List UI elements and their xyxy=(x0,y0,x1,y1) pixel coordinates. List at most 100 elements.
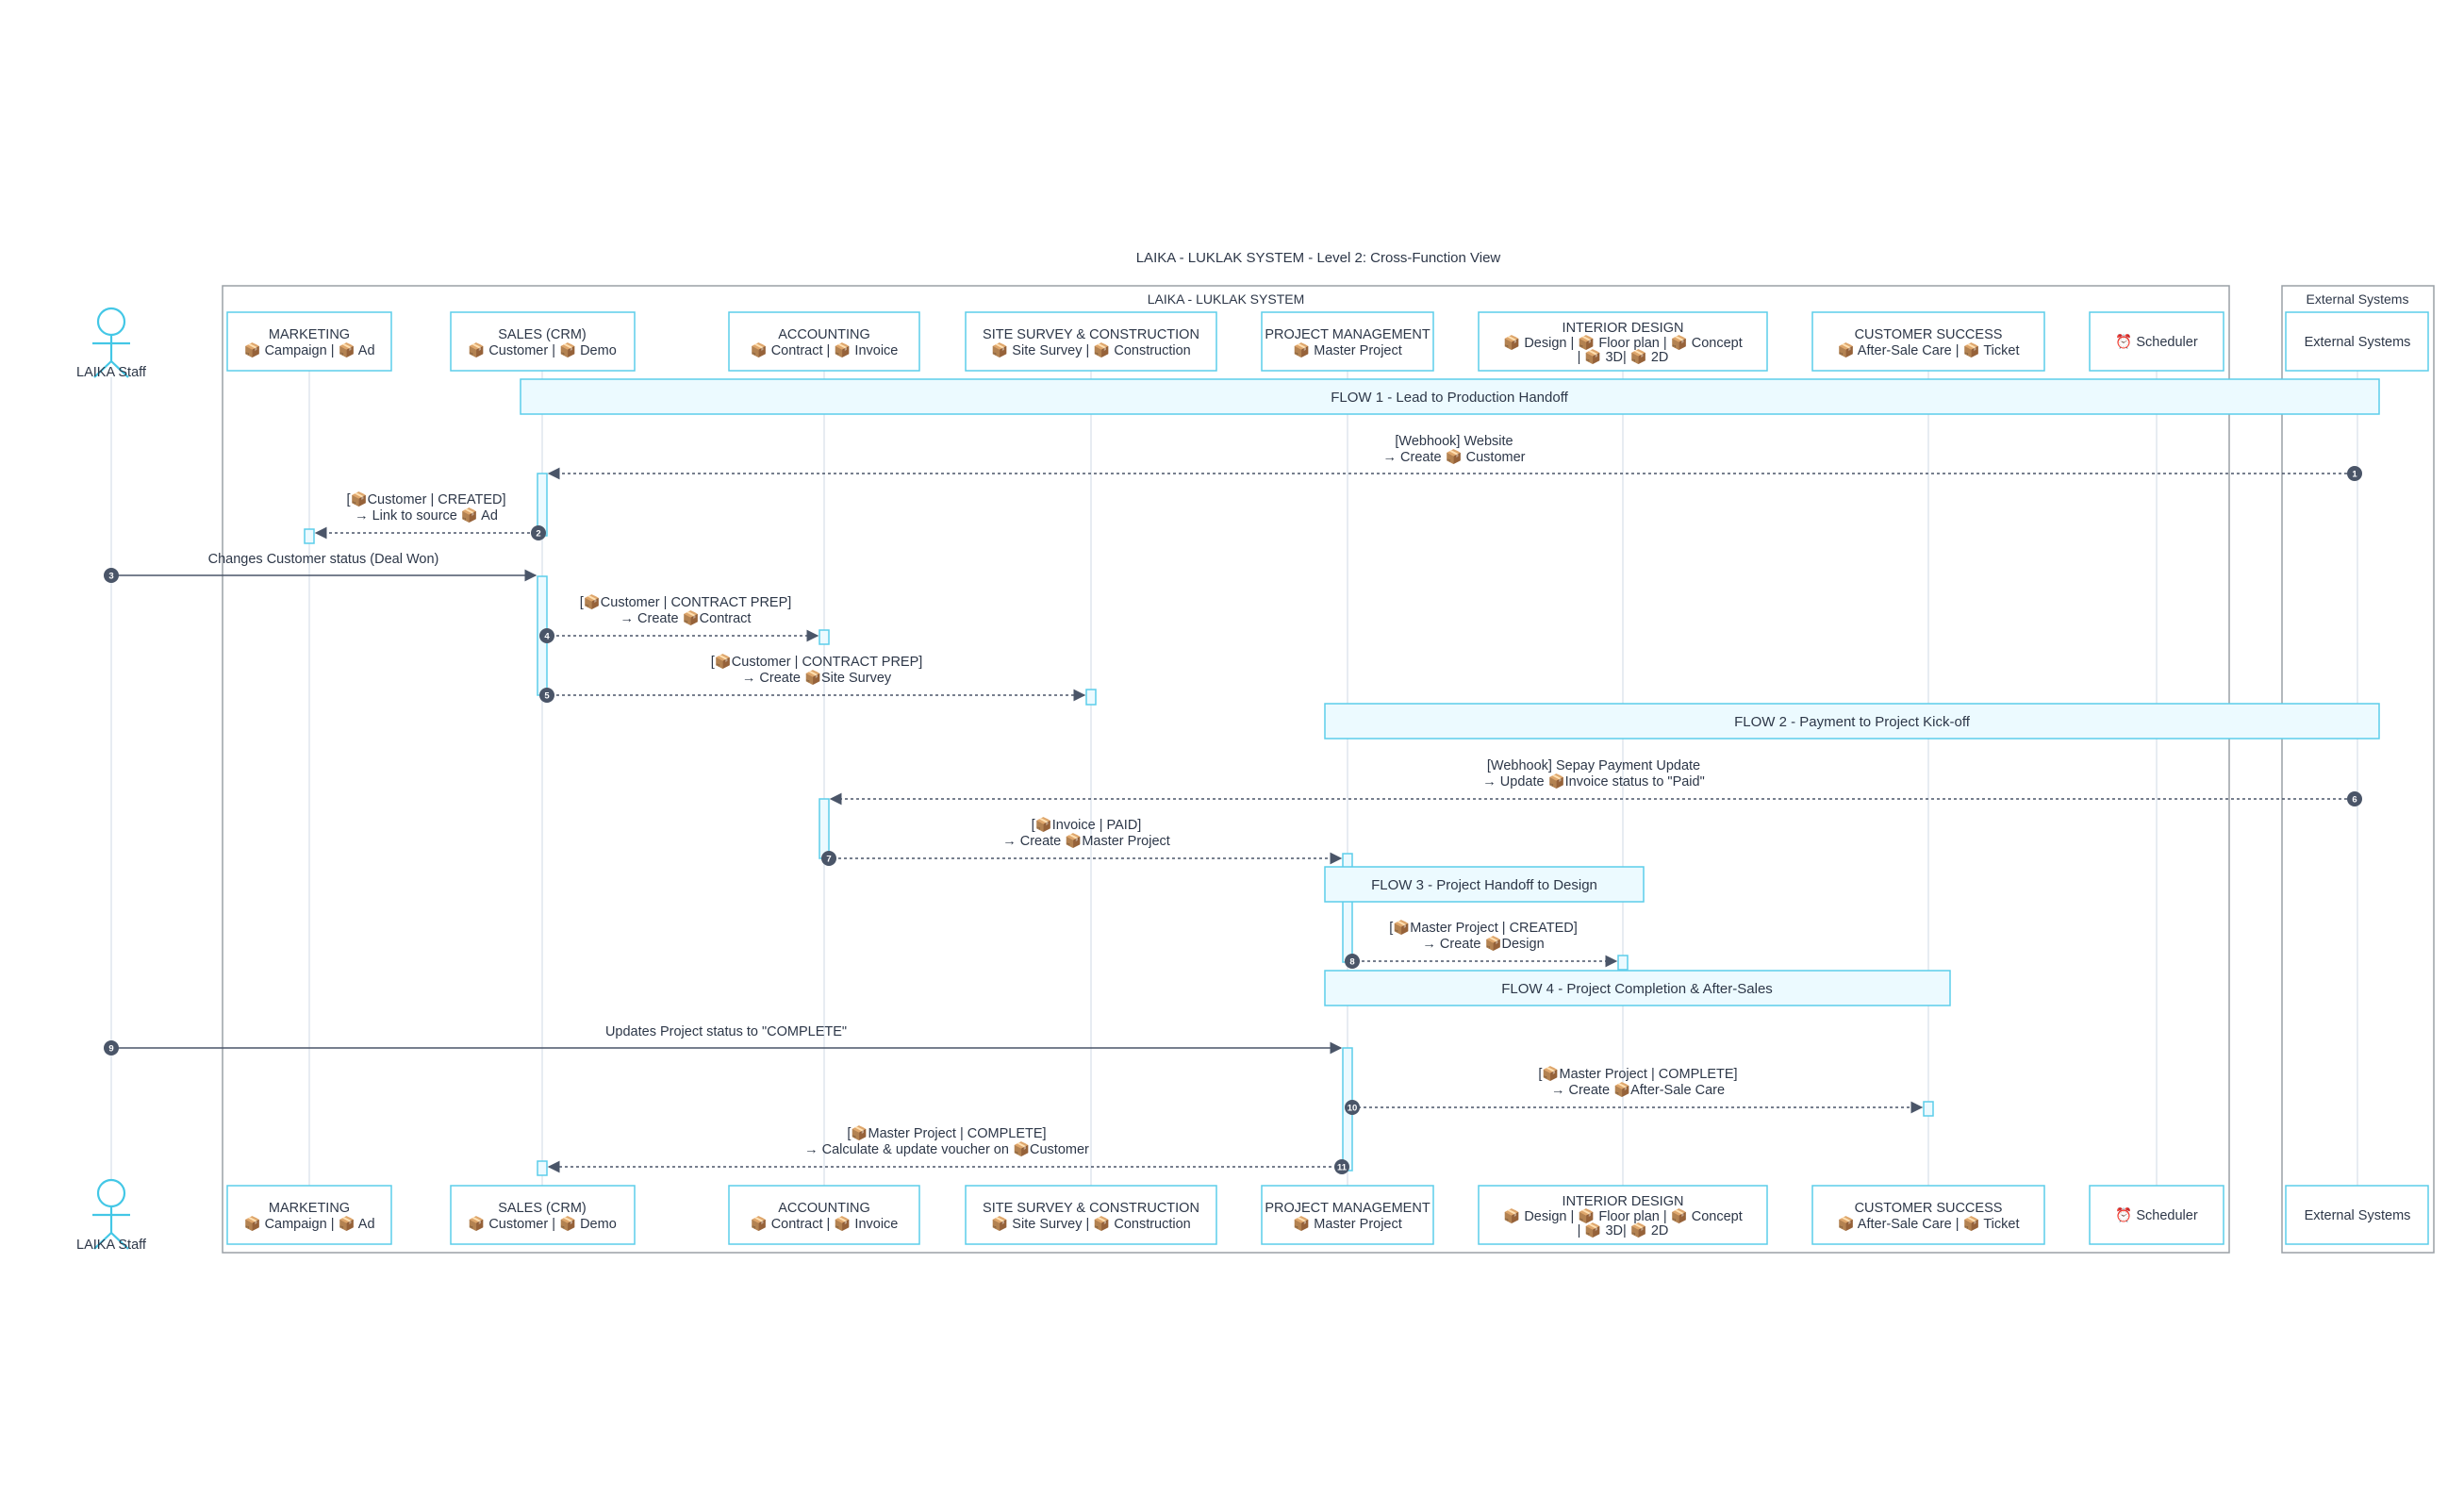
svg-text:SALES (CRM): SALES (CRM) xyxy=(498,327,586,342)
svg-text:📦 Design | 📦 Floor plan | 📦: 📦 Design | 📦 Floor plan | 📦 Concept xyxy=(1503,1207,1743,1224)
svg-text:SITE SURVEY & CONSTRUCTION: SITE SURVEY & CONSTRUCTION xyxy=(983,1201,1199,1216)
svg-text:MARKETING: MARKETING xyxy=(269,1201,350,1216)
svg-text:10: 10 xyxy=(1348,1104,1358,1114)
svg-text:[📦Customer | CONTRACT PREP]: [📦Customer | CONTRACT PREP] xyxy=(711,653,923,670)
svg-text:⏰ Scheduler: ⏰ Scheduler xyxy=(2115,1206,2198,1223)
activation-accounting-2 xyxy=(819,798,830,859)
message-9: Updates Project status to "COMPLETE" 9 xyxy=(104,1024,1343,1056)
message-8: [📦Master Project | CREATED] → Create 📦De… xyxy=(1345,919,1618,969)
message-4: [📦Customer | CONTRACT PREP] → Create 📦Co… xyxy=(539,593,819,643)
svg-text:→ Create 📦 Customer: → Create 📦 Customer xyxy=(1382,448,1525,465)
external-group-box xyxy=(2281,285,2435,1254)
message-10: [📦Master Project | COMPLETE] → Create 📦A… xyxy=(1345,1065,1924,1115)
svg-text:5: 5 xyxy=(544,691,550,702)
svg-text:📦 Contract | 📦 Invoice: 📦 Contract | 📦 Invoice xyxy=(751,1215,899,1232)
svg-text:→ Create 📦Design: → Create 📦Design xyxy=(1422,935,1544,952)
svg-text:CUSTOMER SUCCESS: CUSTOMER SUCCESS xyxy=(1855,327,2003,342)
svg-text:→ Create 📦Contract: → Create 📦Contract xyxy=(620,609,752,626)
participant-design-top: INTERIOR DESIGN 📦 Design | 📦 Floor plan … xyxy=(1478,311,1768,372)
svg-text:| 📦 3D| 📦 2D: | 📦 3D| 📦 2D xyxy=(1578,348,1669,365)
svg-text:[📦Master Project | COMPLETE]: [📦Master Project | COMPLETE] xyxy=(1538,1065,1737,1082)
activation-survey-1 xyxy=(1085,689,1097,706)
actor-staff-bottom: LAIKA Staff xyxy=(76,1178,147,1253)
participant-sales-bottom: SALES (CRM) 📦 Customer | 📦 Demo xyxy=(450,1185,636,1245)
svg-text:Changes Customer status (Deal: Changes Customer status (Deal Won) xyxy=(208,552,439,567)
svg-text:[📦Customer | CONTRACT PREP]: [📦Customer | CONTRACT PREP] xyxy=(580,593,792,610)
svg-text:INTERIOR DESIGN: INTERIOR DESIGN xyxy=(1563,1194,1684,1209)
note-flow3: FLOW 3 - Project Handoff to Design xyxy=(1324,866,1645,903)
svg-text:[📦Invoice | PAID]: [📦Invoice | PAID] xyxy=(1032,816,1142,833)
svg-text:FLOW 3 - Project Handoff to De: FLOW 3 - Project Handoff to Design xyxy=(1371,877,1597,893)
svg-text:9: 9 xyxy=(108,1044,113,1055)
participant-external-bottom: External Systems xyxy=(2285,1185,2429,1245)
svg-text:→ Create 📦Site Survey: → Create 📦Site Survey xyxy=(742,669,892,686)
svg-text:SITE SURVEY & CONSTRUCTION: SITE SURVEY & CONSTRUCTION xyxy=(983,327,1199,342)
svg-text:[📦Customer | CREATED]: [📦Customer | CREATED] xyxy=(347,490,506,507)
message-6: [Webhook] Sepay Payment Update → Update … xyxy=(829,758,2362,806)
svg-text:[📦Master Project | CREATED]: [📦Master Project | CREATED] xyxy=(1389,919,1578,936)
svg-text:3: 3 xyxy=(108,572,113,582)
participant-pm-top: PROJECT MANAGEMENT 📦 Master Project xyxy=(1261,311,1434,372)
activation-marketing-1 xyxy=(304,528,315,544)
participant-marketing-bottom: MARKETING 📦 Campaign | 📦 Ad xyxy=(226,1185,392,1245)
svg-text:8: 8 xyxy=(1349,957,1354,968)
svg-text:PROJECT MANAGEMENT: PROJECT MANAGEMENT xyxy=(1265,1201,1430,1216)
participant-design-bottom: INTERIOR DESIGN 📦 Design | 📦 Floor plan … xyxy=(1478,1185,1768,1245)
system-group-box xyxy=(222,285,2230,1254)
svg-text:ACCOUNTING: ACCOUNTING xyxy=(778,327,869,342)
message-2: [📦Customer | CREATED] → Link to source 📦… xyxy=(314,490,546,540)
activation-accounting-1 xyxy=(819,629,830,645)
participant-survey-bottom: SITE SURVEY & CONSTRUCTION 📦 Site Survey… xyxy=(965,1185,1217,1245)
participant-pm-bottom: PROJECT MANAGEMENT 📦 Master Project xyxy=(1261,1185,1434,1245)
system-group-label: LAIKA - LUKLAK SYSTEM xyxy=(1148,291,1305,307)
svg-text:⏰ Scheduler: ⏰ Scheduler xyxy=(2115,333,2198,350)
diagram-title: LAIKA - LUKLAK SYSTEM - Level 2: Cross-F… xyxy=(1136,250,1501,266)
note-flow2: FLOW 2 - Payment to Project Kick-off xyxy=(1324,703,2380,740)
actor-staff-top: LAIKA Staff xyxy=(76,307,147,380)
message-3: Changes Customer status (Deal Won) 3 xyxy=(104,552,537,583)
svg-text:SALES (CRM): SALES (CRM) xyxy=(498,1201,586,1216)
activation-design-1 xyxy=(1617,955,1629,971)
svg-text:PROJECT MANAGEMENT: PROJECT MANAGEMENT xyxy=(1265,327,1430,342)
participant-scheduler-bottom: ⏰ Scheduler xyxy=(2089,1185,2224,1245)
svg-text:[📦Master Project | COMPLETE]: [📦Master Project | COMPLETE] xyxy=(847,1124,1046,1141)
svg-text:📦 Customer | 📦 Demo: 📦 Customer | 📦 Demo xyxy=(468,341,617,358)
participant-accounting-top: ACCOUNTING 📦 Contract | 📦 Invoice xyxy=(728,311,920,372)
svg-text:📦 After-Sale Care | 📦 Ticket: 📦 After-Sale Care | 📦 Ticket xyxy=(1838,341,2020,358)
svg-text:→ Update 📦Invoice status to ": → Update 📦Invoice status to "Paid" xyxy=(1482,773,1705,790)
message-7: [📦Invoice | PAID] → Create 📦Master Proje… xyxy=(821,816,1343,866)
participant-survey-top: SITE SURVEY & CONSTRUCTION 📦 Site Survey… xyxy=(965,311,1217,372)
participant-scheduler-top: ⏰ Scheduler xyxy=(2089,311,2224,372)
svg-text:6: 6 xyxy=(2352,795,2357,806)
svg-text:2: 2 xyxy=(536,529,540,540)
svg-text:[Webhook] Sepay Payment Update: [Webhook] Sepay Payment Update xyxy=(1487,758,1700,773)
svg-text:MARKETING: MARKETING xyxy=(269,327,350,342)
svg-text:1: 1 xyxy=(2352,470,2357,480)
message-11: [📦Master Project | COMPLETE] → Calculate… xyxy=(547,1124,1349,1174)
svg-text:FLOW 4 - Project Completion &: FLOW 4 - Project Completion & After-Sale… xyxy=(1501,981,1773,997)
svg-text:External Systems: External Systems xyxy=(2305,1208,2411,1223)
svg-text:→ Create 📦Master Project: → Create 📦Master Project xyxy=(1002,832,1170,849)
svg-text:| 📦 3D| 📦 2D: | 📦 3D| 📦 2D xyxy=(1578,1222,1669,1238)
message-5: [📦Customer | CONTRACT PREP] → Create 📦Si… xyxy=(539,653,1086,703)
svg-text:→ Link to source 📦 Ad: → Link to source 📦 Ad xyxy=(355,507,498,524)
svg-text:Updates Project status to "COM: Updates Project status to "COMPLETE" xyxy=(605,1024,847,1039)
svg-text:📦 Design | 📦 Floor plan | 📦: 📦 Design | 📦 Floor plan | 📦 Concept xyxy=(1503,334,1743,351)
svg-text:📦 Customer | 📦 Demo: 📦 Customer | 📦 Demo xyxy=(468,1215,617,1232)
svg-text:11: 11 xyxy=(1337,1163,1348,1173)
actor-label-bottom: LAIKA Staff xyxy=(76,1238,147,1253)
svg-text:📦 Contract | 📦 Invoice: 📦 Contract | 📦 Invoice xyxy=(751,341,899,358)
svg-text:📦 Master Project: 📦 Master Project xyxy=(1293,341,1402,358)
svg-text:External Systems: External Systems xyxy=(2305,335,2411,350)
svg-text:📦 Campaign | 📦 Ad: 📦 Campaign | 📦 Ad xyxy=(243,341,374,358)
svg-text:ACCOUNTING: ACCOUNTING xyxy=(778,1201,869,1216)
message-1: [Webhook] Website → Create 📦 Customer 1 xyxy=(547,434,2362,481)
svg-text:7: 7 xyxy=(826,855,831,865)
participant-cs-bottom: CUSTOMER SUCCESS 📦 After-Sale Care | 📦 T… xyxy=(1811,1185,2045,1245)
participant-accounting-bottom: ACCOUNTING 📦 Contract | 📦 Invoice xyxy=(728,1185,920,1245)
participant-cs-top: CUSTOMER SUCCESS 📦 After-Sale Care | 📦 T… xyxy=(1811,311,2045,372)
actor-label-top: LAIKA Staff xyxy=(76,365,147,380)
participant-marketing-top: MARKETING 📦 Campaign | 📦 Ad xyxy=(226,311,392,372)
svg-text:→ Calculate & update voucher o: → Calculate & update voucher on 📦Custome… xyxy=(804,1140,1089,1157)
